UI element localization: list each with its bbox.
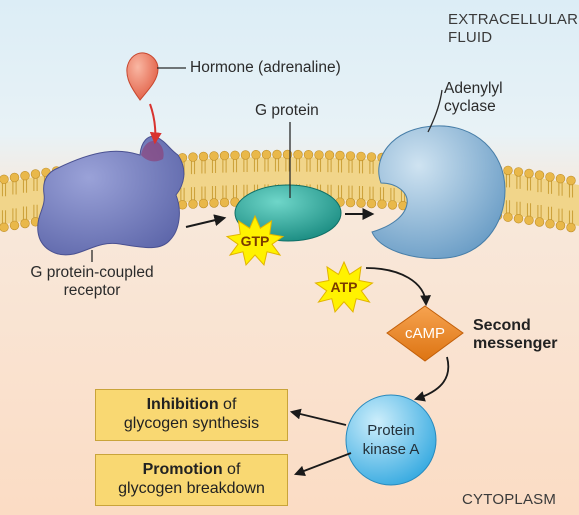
- receptor-to-gprotein-arrow: [185, 214, 227, 228]
- extracellular-label-line1: EXTRACELLULAR: [448, 11, 579, 28]
- inhibition-line2: glycogen synthesis: [123, 415, 260, 432]
- phospholipid-head: [387, 200, 398, 210]
- atp-starburst: [314, 260, 374, 314]
- promotion-rest: of: [222, 461, 241, 478]
- phospholipid-head: [555, 220, 566, 231]
- phospholipid-head: [219, 197, 230, 208]
- phospholipid-head: [303, 150, 314, 160]
- phospholipid-head: [555, 174, 566, 184]
- phospholipid-head: [261, 149, 272, 160]
- promotion-line2: glycogen breakdown: [118, 480, 265, 497]
- adenylyl-label-line2: cyclase: [444, 98, 496, 115]
- receptor-label: G protein-coupled receptor: [22, 264, 162, 300]
- phospholipid-head: [9, 220, 20, 231]
- phospholipid-head: [324, 150, 335, 160]
- phospholipid-head: [188, 199, 198, 209]
- g-protein-label: G protein: [255, 102, 319, 119]
- gtp-text: GTP: [240, 233, 270, 249]
- adenylyl-leader-line: [427, 89, 443, 133]
- atp-to-camp-arrow: [365, 267, 431, 307]
- adenylyl-cyclase-shape: [371, 125, 506, 259]
- protein-kinase-a-text: Protein kinase A: [351, 421, 431, 459]
- extracellular-fluid-label: EXTRACELLULAR FLUID: [448, 11, 578, 47]
- phospholipid-head: [0, 174, 9, 184]
- phospholipid-head: [345, 151, 356, 161]
- phospholipid-head: [366, 198, 377, 209]
- phospholipid-head: [209, 198, 219, 208]
- adenylyl-cyclase-label: Adenylyl cyclase: [444, 80, 503, 116]
- hormone-binding-arrow: [149, 103, 162, 145]
- phospholipid-head: [293, 149, 303, 160]
- receptor-label-line1: G protein-coupled: [30, 264, 154, 281]
- phospholipid-head: [524, 168, 534, 179]
- phospholipid-head: [335, 150, 345, 161]
- pka-to-inhibition-arrow: [289, 408, 347, 426]
- hormone-label: Hormone (adrenaline): [190, 59, 341, 76]
- phospholipid-head: [188, 152, 198, 162]
- phospholipid-head: [240, 150, 251, 160]
- phospholipid-head: [377, 199, 387, 209]
- receptor-label-line2: receptor: [63, 282, 121, 299]
- phospholipid-head: [20, 218, 30, 229]
- phospholipid-head: [503, 165, 513, 176]
- phospholipid-head: [251, 150, 261, 160]
- phospholipid-head: [30, 169, 41, 179]
- phospholipid-head: [356, 151, 366, 162]
- pka-line1: Protein: [367, 422, 415, 439]
- inhibition-line1: Inhibition of: [96, 395, 287, 414]
- phospholipid-head: [9, 172, 20, 183]
- cytoplasm-label: CYTOPLASM: [462, 491, 557, 508]
- g-protein-coupled-receptor-shape: [37, 135, 185, 256]
- phospholipid-head: [566, 222, 576, 233]
- protein-kinase-a-circle: [345, 394, 437, 486]
- phospholipid-head: [513, 214, 524, 224]
- phospholipid-head: [524, 215, 534, 226]
- atp-text: ATP: [330, 279, 358, 295]
- phospholipid-head: [230, 150, 240, 161]
- phospholipid-head: [198, 151, 209, 162]
- phospholipid-head: [345, 197, 356, 208]
- phospholipid-head: [534, 170, 545, 180]
- phospholipid-head: [20, 171, 30, 181]
- camp-diamond: [386, 305, 464, 362]
- phospholipid-head: [534, 217, 545, 227]
- inhibition-rest: of: [218, 396, 237, 413]
- phospholipid-head: [566, 175, 576, 186]
- phospholipid-head: [314, 150, 324, 160]
- camp-to-pka-arrow: [413, 356, 450, 402]
- pka-to-promotion-arrow: [293, 452, 352, 476]
- promotion-outcome-box: Promotion of glycogen breakdown: [95, 454, 288, 506]
- phospholipid-head: [503, 212, 513, 222]
- phospholipid-head: [513, 167, 524, 177]
- phospholipid-head: [272, 149, 282, 160]
- inhibition-bold: Inhibition: [146, 396, 219, 413]
- phospholipid-head: [545, 219, 555, 229]
- inhibition-outcome-box: Inhibition of glycogen synthesis: [95, 389, 288, 441]
- phospholipid-head: [366, 152, 377, 162]
- pka-line2: kinase A: [362, 441, 420, 458]
- phospholipid-head: [219, 150, 230, 161]
- second-messenger-line1: Second: [473, 317, 531, 334]
- phospholipid-head: [0, 222, 9, 232]
- receptor-binding-site: [141, 140, 164, 162]
- phospholipid-head: [209, 151, 219, 161]
- hormone-molecule: [126, 52, 159, 101]
- phospholipid-head: [198, 198, 209, 209]
- phospholipid-head: [545, 172, 555, 182]
- gtp-starburst: [225, 214, 285, 267]
- promotion-line1: Promotion of: [96, 460, 287, 479]
- extracellular-label-line2: FLUID: [448, 29, 493, 46]
- second-messenger-label: Second messenger: [473, 317, 558, 353]
- second-messenger-line2: messenger: [473, 335, 558, 352]
- promotion-bold: Promotion: [142, 461, 223, 478]
- phospholipid-head: [356, 198, 366, 208]
- adenylyl-label-line1: Adenylyl: [444, 80, 503, 97]
- camp-text: cAMP: [404, 325, 445, 342]
